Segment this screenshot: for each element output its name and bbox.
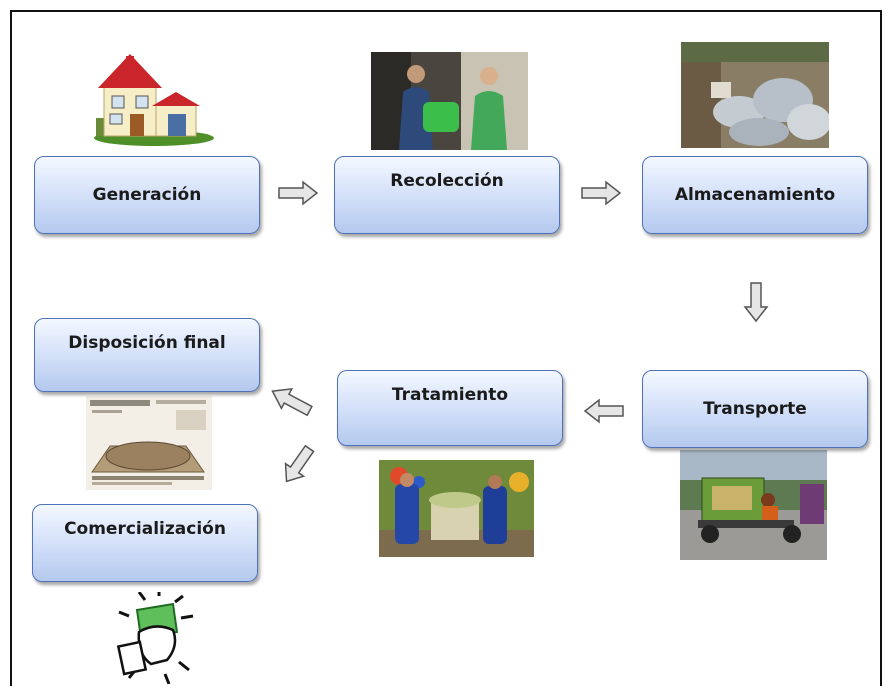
step-almacenamiento: Almacenamiento <box>642 156 868 234</box>
step-disposicion-final: Disposición final <box>34 318 260 392</box>
step-label: Comercialización <box>64 519 226 539</box>
step-tratamiento: Tratamiento <box>337 370 563 446</box>
transport-photo <box>680 450 827 560</box>
step-transporte: Transporte <box>642 370 868 448</box>
step-label: Tratamiento <box>391 385 509 405</box>
step-label: Recolección <box>390 171 504 191</box>
collection-photo <box>371 52 528 150</box>
treatment-photo <box>379 460 534 557</box>
money-hand-icon <box>115 592 197 684</box>
diagram-frame <box>10 10 882 686</box>
step-recoleccion: Recolección <box>334 156 560 234</box>
arrow-left-icon <box>583 398 624 424</box>
arrow-right-icon <box>581 180 622 206</box>
house-icon <box>92 48 218 146</box>
step-label: Generación <box>92 185 202 205</box>
arrow-right-icon <box>278 180 319 206</box>
step-label: Almacenamiento <box>674 185 836 205</box>
step-generacion: Generación <box>34 156 260 234</box>
arrow-down-left-icon <box>284 444 315 483</box>
arrow-down-icon <box>743 282 769 323</box>
step-comercializacion: Comercialización <box>32 504 258 582</box>
storage-photo <box>681 42 829 148</box>
arrow-up-left-icon <box>271 388 313 417</box>
landfill-diagram-image <box>86 396 212 490</box>
step-label: Transporte <box>703 399 807 419</box>
step-label: Disposición final <box>68 333 226 353</box>
